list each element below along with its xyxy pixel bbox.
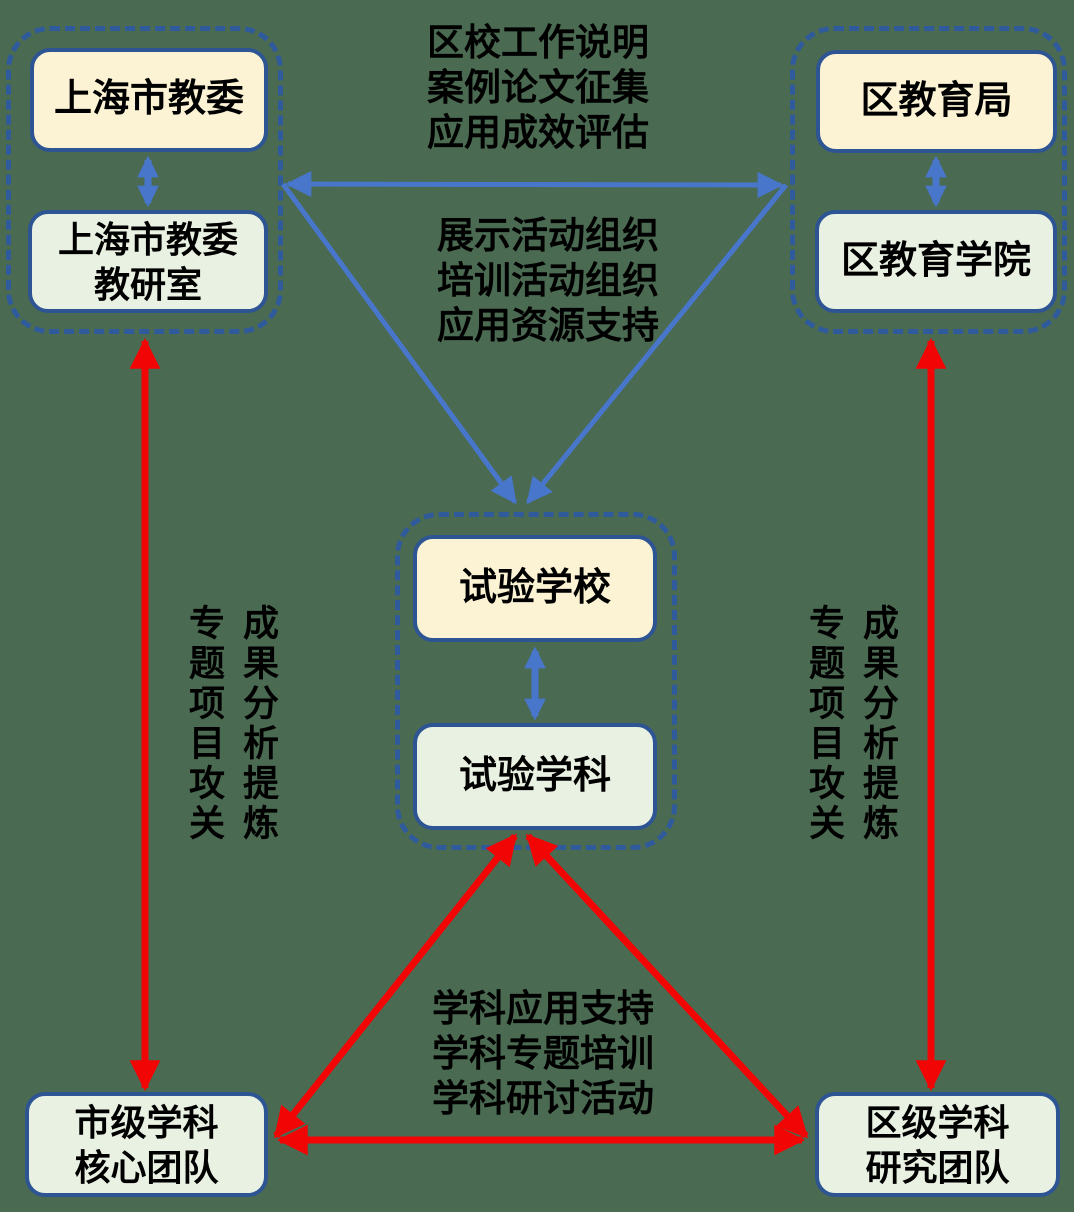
node-label: 上海市教委 教研室 <box>57 218 238 305</box>
node-label: 市级学科 核心团队 <box>74 1101 219 1188</box>
node-district-education-bureau: 区教育局 <box>816 50 1057 153</box>
node-label: 试验学科 <box>458 754 611 797</box>
node-district-subject-research-team: 区级学科 研究团队 <box>815 1092 1060 1197</box>
node-experimental-subject: 试验学科 <box>413 723 657 830</box>
annotation-left-vertical: 成果分析提炼 专题项目攻关 <box>184 604 279 844</box>
node-experimental-school: 试验学校 <box>413 535 657 642</box>
annotation-mid-center: 展示活动组织 培训活动组织 应用资源支持 <box>437 215 659 346</box>
node-label: 试验学校 <box>458 566 611 609</box>
node-label: 区教育学院 <box>840 239 1031 282</box>
node-label: 区教育局 <box>860 79 1013 122</box>
annotation-right-vertical: 成果分析提炼 专题项目攻关 <box>804 604 899 844</box>
annotation-bottom-center: 学科应用支持 学科专题培训 学科研讨活动 <box>432 988 654 1119</box>
cluster-municipal <box>6 26 283 334</box>
annotation-top-center: 区校工作说明 案例论文征集 应用成效评估 <box>427 22 649 153</box>
node-district-education-college: 区教育学院 <box>815 210 1057 313</box>
node-shanghai-teaching-research-office: 上海市教委 教研室 <box>28 210 268 313</box>
cluster-district <box>790 26 1067 334</box>
node-label: 上海市教委 <box>53 78 244 121</box>
node-shanghai-education-commission: 上海市教委 <box>30 48 268 152</box>
node-label: 区级学科 研究团队 <box>865 1101 1010 1188</box>
blue-horizontal-arrow <box>285 171 784 198</box>
node-city-subject-core-team: 市级学科 核心团队 <box>25 1092 268 1197</box>
